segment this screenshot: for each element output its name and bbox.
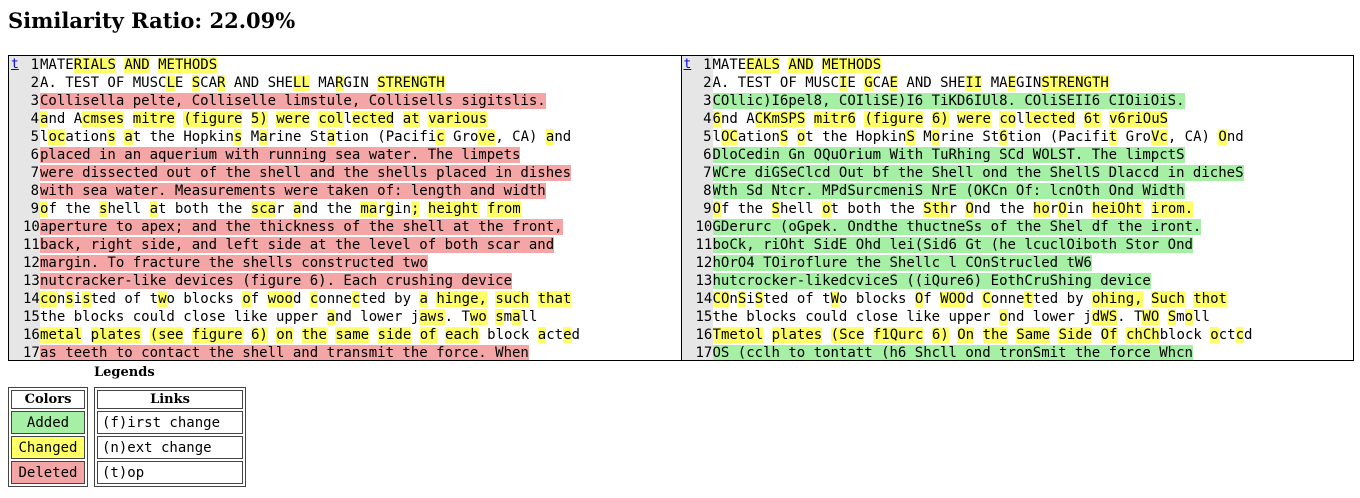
line-number: 8 (30, 183, 39, 199)
right-line-1: MATEEALS AND METHODS (712, 57, 882, 73)
right-line-12: hOrO4 TOiroflure the Shellc l COnStrucle… (712, 255, 1092, 271)
line-number: 5 (703, 129, 712, 145)
right-line-5: lOCationS ot the HopkinS Morine St6tion … (712, 129, 1244, 145)
left-line-2: A. TEST OF MUSCLE SCAR AND SHELL MARGIN … (40, 75, 445, 91)
line-number: 12 (23, 255, 40, 271)
line-number: 1 (703, 57, 712, 73)
right-line-14: COnSiSted of tWo blocks Of WOOd Connette… (712, 291, 1227, 307)
line-number: 3 (30, 93, 39, 109)
left-line-4: and Acmses mitre (figure 5) were collect… (40, 111, 488, 127)
left-line-12: margin. To fracture the shells construct… (40, 255, 428, 271)
right-line-17: OS (cclh to tontatt (h6 Shcll ond tronSm… (712, 345, 1193, 360)
line-number: 13 (695, 273, 713, 289)
line-number: 12 (695, 255, 713, 271)
legend-deleted: Deleted (11, 461, 85, 484)
legend-title: Legends (94, 365, 155, 380)
colors-legend-table: Colors Added Changed Deleted (8, 387, 88, 487)
line-number: 17 (695, 345, 713, 360)
legend-next-change: (n)ext change (97, 436, 243, 459)
top-link-right[interactable]: t (683, 57, 692, 72)
line-number: 16 (695, 327, 713, 343)
left-line-10: aperture to apex; and the thickness of t… (40, 219, 563, 235)
legend-top: (t)op (97, 461, 243, 484)
line-number: 9 (30, 201, 39, 217)
line-number: 2 (703, 75, 712, 91)
line-number: 9 (703, 201, 712, 217)
line-number: 13 (23, 273, 40, 289)
line-number: 10 (23, 219, 40, 235)
line-number: 11 (695, 237, 713, 253)
legend-added: Added (11, 411, 85, 434)
links-header: Links (97, 390, 243, 409)
right-line-13: hutcrocker-likedcviceS ((iQure6) EothCru… (712, 273, 1151, 289)
line-number: 7 (30, 165, 39, 181)
line-number: 1 (30, 57, 39, 73)
line-number: 2 (30, 75, 39, 91)
left-line-17: as teeth to contact the shell and transm… (40, 345, 529, 360)
right-line-4: 6nd ACKmSPS mitr6 (figure 6) were collec… (712, 111, 1169, 127)
line-number: 3 (703, 93, 712, 109)
line-number: 15 (23, 309, 40, 325)
nav-column-right: t (681, 56, 696, 360)
right-line-2: A. TEST OF MUSCIE GCAE AND SHEII MAEGINS… (712, 75, 1109, 91)
line-number: 15 (695, 309, 713, 325)
right-text: MATEEALS AND METHODS A. TEST OF MUSCIE GC… (712, 56, 1354, 360)
left-line-8: with sea water. Measurements were taken … (40, 183, 546, 199)
line-number: 8 (703, 183, 712, 199)
line-number: 4 (703, 111, 712, 127)
line-number: 14 (23, 291, 40, 307)
left-line-14: consisted of two blocks of wood connecte… (40, 291, 572, 307)
right-line-15: the blocks could close like upper ond lo… (712, 309, 1210, 325)
line-number: 10 (695, 219, 713, 235)
line-number: 11 (23, 237, 40, 253)
line-number: 16 (23, 327, 40, 343)
nav-column-left: t (9, 56, 23, 360)
left-line-3: Collisella pelte, Colliselle limstule, C… (40, 93, 546, 109)
legend-changed: Changed (11, 436, 85, 459)
colors-header: Colors (11, 390, 85, 409)
right-line-6: DloCedin Gn OQuOrium With TuRhing SCd WO… (712, 147, 1185, 163)
right-line-3: COllic)I6pel8, COIliSE)I6 TiKD6IUl8. COl… (712, 93, 1185, 109)
line-number: 7 (703, 165, 712, 181)
left-line-16: metal plates (see figure 6) on the same … (40, 327, 580, 343)
links-legend-table: Links (f)irst change (n)ext change (t)op (94, 387, 246, 487)
right-line-7: WCre diGSeClcd Out bf the Shell ond the … (712, 165, 1244, 181)
line-number: 6 (703, 147, 712, 163)
right-line-11: boCk, riOht SidE Ohd lei(Sid6 Gt (he lcu… (712, 237, 1193, 253)
left-line-9: of the shell at both the scar and the ma… (40, 201, 521, 217)
left-line-7: were dissected out of the shell and the … (40, 165, 572, 181)
legend-first-change: (f)irst change (97, 411, 243, 434)
right-line-16: Tmetol plates (Sce f1Qurc 6) On the Same… (712, 327, 1253, 343)
left-line-15: the blocks could close like upper and lo… (40, 309, 538, 325)
line-number: 4 (30, 111, 39, 127)
right-line-8: Wth Sd Ntcr. MPdSurcmeniS NrE (OKCn Of: … (712, 183, 1185, 199)
right-line-9: Of the Shell ot both the Sthr Ond the ho… (712, 201, 1194, 217)
page-title: Similarity Ratio: 22.09% (8, 8, 296, 33)
line-number: 5 (30, 129, 39, 145)
right-line-10: GDerurc (oGpek. Ondthe thuctneSs of the … (712, 219, 1202, 235)
line-number: 6 (30, 147, 39, 163)
line-number: 14 (695, 291, 713, 307)
line-number: 17 (23, 345, 40, 360)
left-line-6: placed in an aquerium with running sea w… (40, 147, 521, 163)
left-line-5: locations at the Hopkins Marine Station … (40, 129, 572, 145)
top-link-left[interactable]: t (11, 57, 19, 72)
left-text: MATERIALS AND METHODS A. TEST OF MUSCLE S… (40, 56, 681, 360)
left-line-11: back, right side, and left side at the l… (40, 237, 555, 253)
left-line-1: MATERIALS AND METHODS (40, 57, 218, 73)
left-line-13: nutcracker-like devices (figure 6). Each… (40, 273, 513, 289)
